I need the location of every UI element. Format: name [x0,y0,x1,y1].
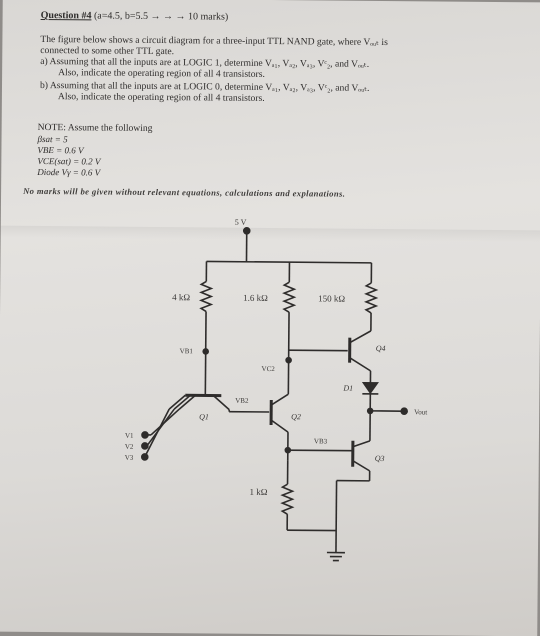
diode-d1-symbol [363,383,377,393]
resistor-1k6-symbol [284,282,294,312]
vb1-node [203,349,208,354]
r2-label: 1.6 kΩ [243,293,268,303]
vout-terminal [401,408,407,414]
resistor-4k-symbol [201,281,211,311]
q3-label: Q3 [375,454,385,463]
input-v3-terminal [142,454,148,460]
r4-label: 1 kΩ [249,487,267,497]
resistor-1k-symbol [282,484,292,514]
vb3-label: VB3 [314,437,328,445]
resistor-150k-symbol [366,283,376,313]
input-v3-label: V3 [125,454,134,462]
q4-label: Q4 [376,344,386,353]
q1-label: Q1 [199,412,209,421]
vb1-label: VB1 [180,347,194,355]
vout-label: Vout [414,408,427,416]
vc2-label: VC2 [262,365,276,373]
vb2-label: VB2 [235,397,249,405]
r3-label: 150 kΩ [318,293,345,303]
input-v2-label: V2 [125,443,134,451]
input-v2-terminal [142,443,148,449]
d1-label: D1 [342,384,353,393]
q2-label: Q2 [291,412,301,421]
r1-label: 4 kΩ [172,292,190,302]
input-v1-terminal [142,432,148,438]
input-v1-label: V1 [125,432,134,440]
supply-label: 5 V [235,218,247,227]
